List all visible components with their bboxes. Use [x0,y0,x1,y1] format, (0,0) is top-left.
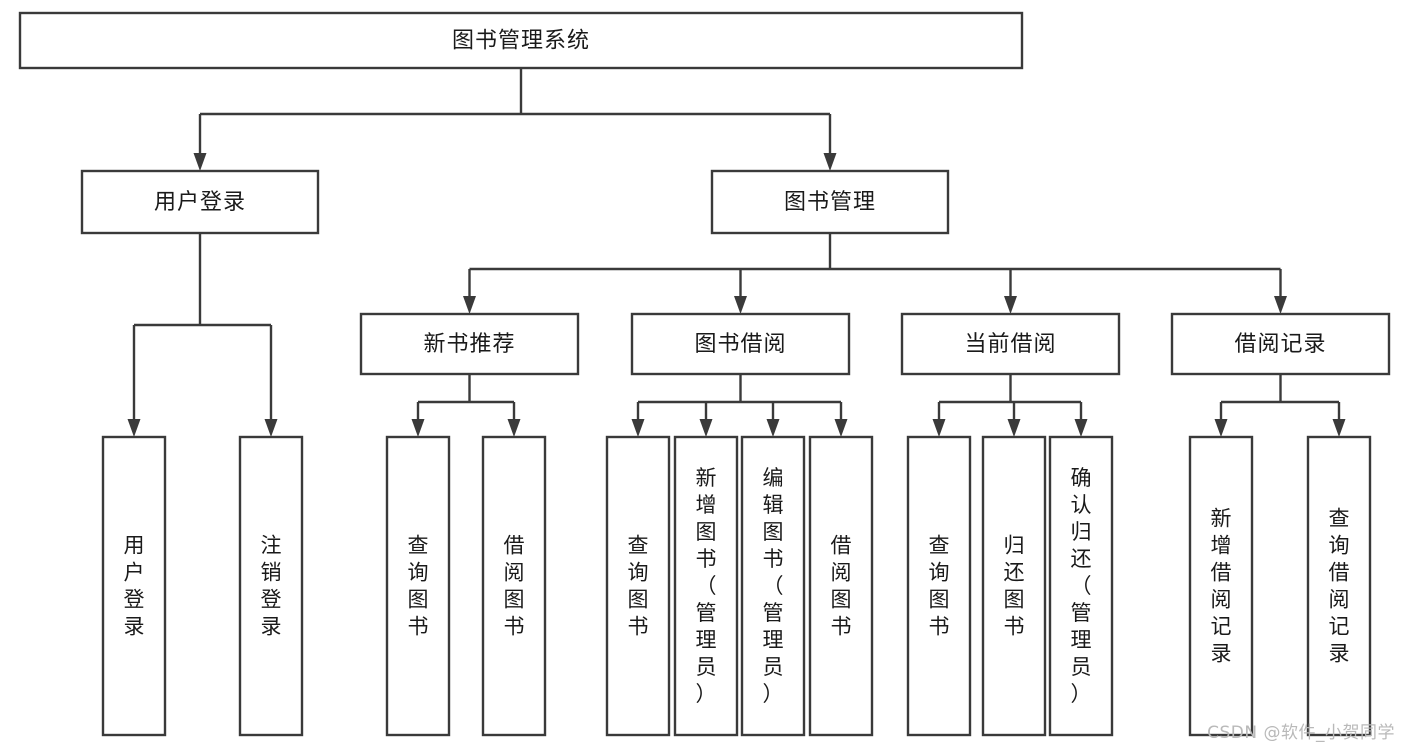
node-bookmgmt[interactable]: 图书管理 [710,169,950,235]
node-label-leaf11: 确认归还（管理员） [1071,466,1092,706]
node-leaf5[interactable]: 查询图书 [605,435,671,737]
node-leaf3[interactable]: 查询图书 [385,435,451,737]
node-box-leaf10 [981,435,1047,737]
node-box-leaf9 [906,435,972,737]
node-label-leaf3: 查询图书 [408,534,429,639]
node-newbook[interactable]: 新书推荐 [359,312,580,376]
node-box-root [18,11,1024,70]
node-box-leaf8 [808,435,874,737]
node-label-current: 当前借阅 [964,332,1056,357]
node-label-leaf6: 新增图书（管理员） [696,466,717,706]
node-label-records: 借阅记录 [1234,332,1326,357]
node-box-leaf12 [1188,435,1254,737]
node-leaf7[interactable]: 编辑图书（管理员） [740,435,806,737]
edge-group-current [932,374,1088,437]
node-label-root: 图书管理系统 [452,29,590,54]
edge-group-bookmgmt [463,233,1287,314]
node-label-leaf9: 查询图书 [929,534,950,639]
node-box-login [80,169,320,235]
node-box-leaf1 [101,435,167,737]
edge-group-login [127,233,278,437]
node-label-bookmgmt: 图书管理 [784,190,876,215]
node-box-leaf6 [673,435,739,737]
edge-group-newbook [411,374,521,437]
edge-group-borrow [631,374,848,437]
node-leaf13[interactable]: 查询借阅记录 [1306,435,1372,737]
node-leaf12[interactable]: 新增借阅记录 [1188,435,1254,737]
node-leaf2[interactable]: 注销登录 [238,435,304,737]
node-box-leaf13 [1306,435,1372,737]
edge-group-root [193,68,837,171]
node-box-leaf5 [605,435,671,737]
node-label-leaf12: 新增借阅记录 [1211,507,1232,666]
node-label-leaf7: 编辑图书（管理员） [763,466,784,706]
node-box-leaf2 [238,435,304,737]
nodes-layer: 图书管理系统用户登录图书管理新书推荐图书借阅当前借阅借阅记录用户登录注销登录查询… [18,11,1391,737]
node-box-borrow [630,312,851,376]
node-leaf9[interactable]: 查询图书 [906,435,972,737]
node-box-leaf7 [740,435,806,737]
node-box-leaf3 [385,435,451,737]
node-leaf1[interactable]: 用户登录 [101,435,167,737]
node-label-leaf13: 查询借阅记录 [1329,507,1350,666]
node-label-leaf4: 借阅图书 [504,534,525,639]
node-leaf4[interactable]: 借阅图书 [481,435,547,737]
node-box-bookmgmt [710,169,950,235]
node-box-records [1170,312,1391,376]
node-leaf10[interactable]: 归还图书 [981,435,1047,737]
node-borrow[interactable]: 图书借阅 [630,312,851,376]
node-login[interactable]: 用户登录 [80,169,320,235]
node-box-current [900,312,1121,376]
node-label-leaf5: 查询图书 [628,534,649,639]
node-leaf11[interactable]: 确认归还（管理员） [1048,435,1114,737]
node-current[interactable]: 当前借阅 [900,312,1121,376]
node-label-newbook: 新书推荐 [423,332,515,357]
node-label-leaf2: 注销登录 [261,534,282,639]
node-box-newbook [359,312,580,376]
node-label-leaf8: 借阅图书 [831,534,852,639]
node-leaf8[interactable]: 借阅图书 [808,435,874,737]
node-label-leaf1: 用户登录 [124,534,145,639]
node-records[interactable]: 借阅记录 [1170,312,1391,376]
node-box-leaf4 [481,435,547,737]
connectors-layer [127,68,1346,437]
node-leaf6[interactable]: 新增图书（管理员） [673,435,739,737]
node-label-leaf10: 归还图书 [1004,534,1025,639]
edge-group-records [1214,374,1346,437]
node-root[interactable]: 图书管理系统 [18,11,1024,70]
node-label-borrow: 图书借阅 [694,332,786,357]
node-label-login: 用户登录 [154,190,246,215]
node-box-leaf11 [1048,435,1114,737]
